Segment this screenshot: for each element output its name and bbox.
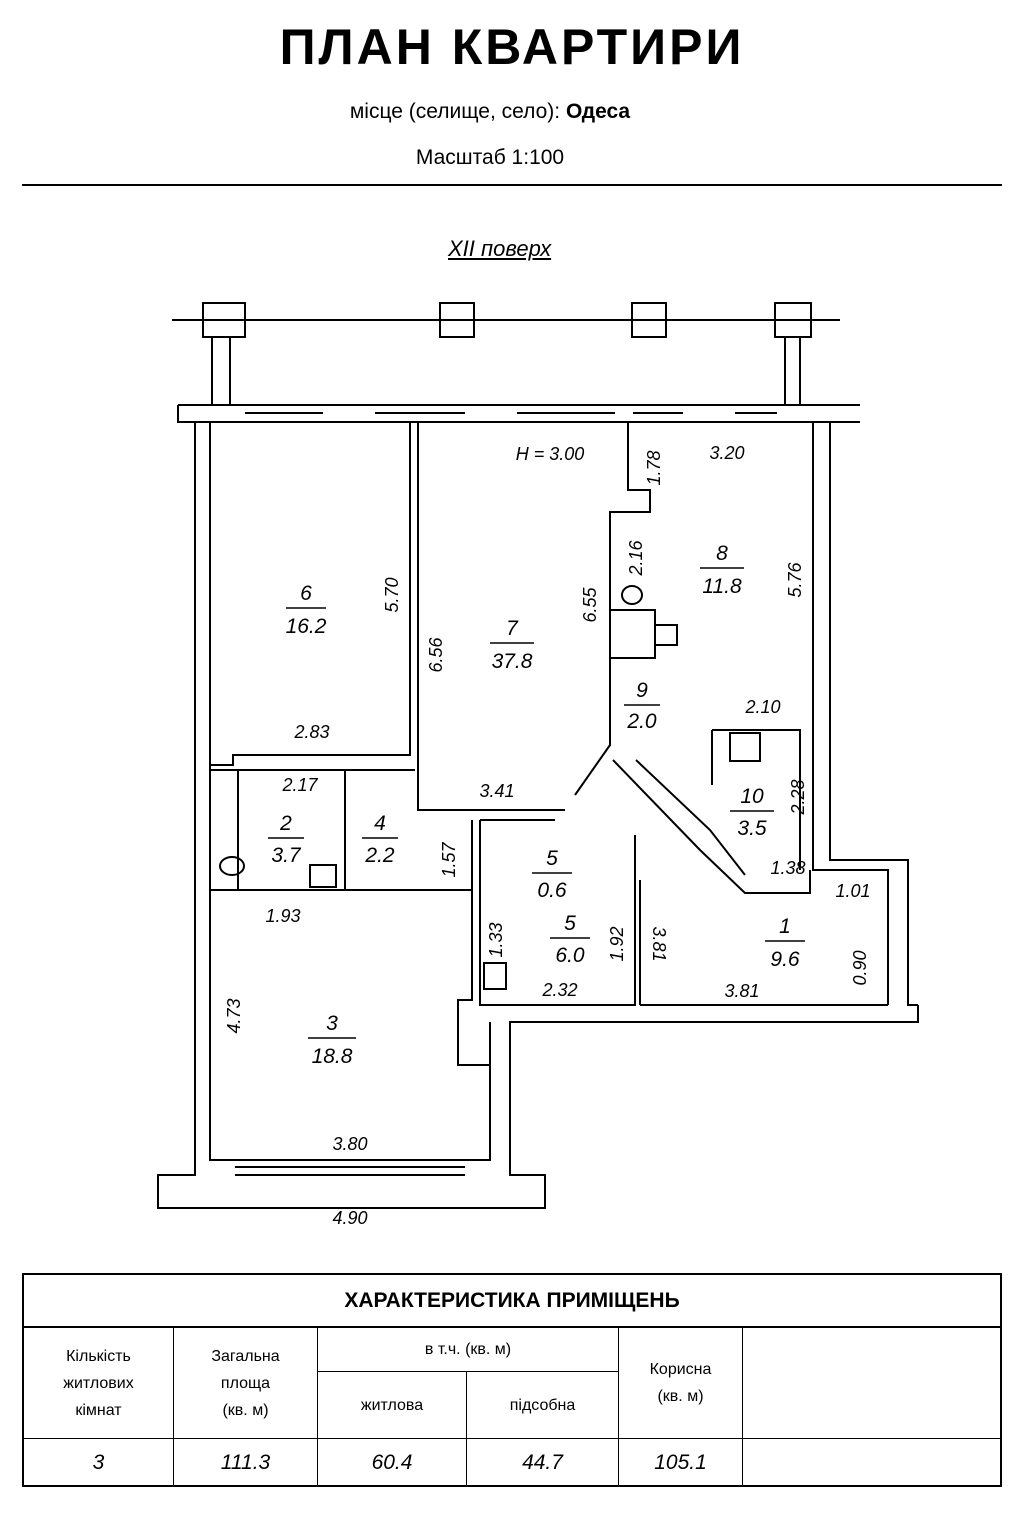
dim-1-38: 1.38 xyxy=(770,858,805,878)
floor-label: XII поверх xyxy=(448,236,552,261)
header-living-rooms-count: Кількість житлових кімнат xyxy=(24,1328,173,1438)
room-10-area: 3.5 xyxy=(737,817,767,840)
scale-label: Масштаб 1:100 xyxy=(415,146,565,169)
location-line: місце (селище, село): Одеса xyxy=(0,100,980,124)
header-total-area-line1: Загальна xyxy=(211,1347,280,1365)
value-auxiliary-area: 44.7 xyxy=(522,1450,563,1474)
header-divider xyxy=(22,184,1002,186)
room-2-area: 3.7 xyxy=(271,844,302,867)
dim-2-28: 2.28 xyxy=(788,779,808,815)
dim-2-10: 2.10 xyxy=(744,697,780,717)
dim-3-20: 3.20 xyxy=(709,443,744,463)
room-5a-number: 5 xyxy=(546,847,558,870)
header-useful-area: Корисна (кв. м) xyxy=(619,1328,742,1438)
dim-1-93: 1.93 xyxy=(265,906,300,926)
table-title: ХАРАКТЕРИСТИКА ПРИМІЩЕНЬ xyxy=(24,1275,1000,1328)
header-auxiliary-area: підсобна xyxy=(509,1396,576,1414)
value-living-rooms-count: 3 xyxy=(92,1450,105,1474)
value-total-area: 111.3 xyxy=(220,1450,271,1474)
dim-3-41: 3.41 xyxy=(479,781,514,801)
header-useful-area-line1: Корисна xyxy=(649,1361,712,1378)
dim-1-33: 1.33 xyxy=(486,922,506,957)
room-9-number: 9 xyxy=(636,679,648,702)
room-4-area: 2.2 xyxy=(364,844,395,867)
room-labels: 6 16.2 7 37.8 8 11.8 9 2.0 10 3.5 2 3.7 … xyxy=(268,542,805,1068)
room-8-number: 8 xyxy=(716,542,728,565)
dim-4-73: 4.73 xyxy=(224,998,244,1033)
dim-3-81-vertical: 3.81 xyxy=(649,926,669,961)
room-7-number: 7 xyxy=(506,617,519,640)
value-living-area: 60.4 xyxy=(371,1450,413,1474)
dim-6-55: 6.55 xyxy=(580,587,600,623)
dim-5-76: 5.76 xyxy=(785,562,805,598)
walls xyxy=(157,302,919,1209)
dim-1-57: 1.57 xyxy=(439,842,459,878)
dim-0-90: 0.90 xyxy=(850,950,870,985)
header-living-rooms-line2: житлових xyxy=(63,1374,134,1392)
header-total-area: Загальна площа (кв. м) xyxy=(174,1328,317,1438)
dim-4-90: 4.90 xyxy=(332,1208,367,1228)
room-5b-area: 6.0 xyxy=(555,944,585,967)
header-living-rooms-line1: Кількість xyxy=(66,1347,131,1365)
room-8-area: 11.8 xyxy=(702,575,742,598)
dimension-labels: H = 3.00 5.70 2.83 6.56 6.55 3.41 1.78 3… xyxy=(224,443,871,1228)
location-value: Одеса xyxy=(565,100,631,123)
room-6-area: 16.2 xyxy=(286,615,327,638)
room-1-number: 1 xyxy=(779,915,791,938)
header-total-area-line3: (кв. м) xyxy=(222,1401,269,1419)
dim-2-32: 2.32 xyxy=(541,980,577,1000)
header-living-area: житлова xyxy=(360,1396,424,1414)
room-2-number: 2 xyxy=(279,812,292,835)
value-useful-area: 105.1 xyxy=(654,1450,707,1474)
floor-plan: 6 16.2 7 37.8 8 11.8 9 2.0 10 3.5 2 3.7 … xyxy=(157,302,919,1228)
location-label: місце (селище, село): xyxy=(349,100,561,123)
room-4-number: 4 xyxy=(374,812,386,835)
dim-5-70: 5.70 xyxy=(382,577,402,612)
dim-1-78: 1.78 xyxy=(644,450,664,485)
dim-3-80: 3.80 xyxy=(332,1134,367,1154)
header-total-area-line2: площа xyxy=(220,1374,271,1392)
room-3-area: 18.8 xyxy=(312,1045,353,1068)
dim-3-81: 3.81 xyxy=(724,981,759,1001)
dim-6-56: 6.56 xyxy=(426,637,446,673)
room-5b-number: 5 xyxy=(564,912,576,935)
room-7-area: 37.8 xyxy=(492,650,533,673)
ceiling-height-label: H = 3.00 xyxy=(516,444,585,464)
room-3-number: 3 xyxy=(326,1012,338,1035)
dim-1-01: 1.01 xyxy=(835,881,870,901)
room-1-area: 9.6 xyxy=(770,948,800,971)
dim-1-92: 1.92 xyxy=(607,926,627,961)
room-6-number: 6 xyxy=(300,582,312,605)
dim-2-16: 2.16 xyxy=(626,540,646,577)
dim-2-17: 2.17 xyxy=(281,775,318,795)
header-including: в т.ч. (кв. м) xyxy=(424,1341,512,1358)
room-characteristics-table: ХАРАКТЕРИСТИКА ПРИМІЩЕНЬ Кількість житло… xyxy=(22,1273,1002,1487)
dim-2-83: 2.83 xyxy=(293,722,329,742)
room-9-area: 2.0 xyxy=(626,710,657,733)
room-5a-area: 0.6 xyxy=(537,879,567,902)
header-useful-area-line2: (кв. м) xyxy=(657,1388,704,1405)
header-living-rooms-line3: кімнат xyxy=(75,1401,122,1419)
room-10-number: 10 xyxy=(740,785,764,808)
page-title: ПЛАН КВАРТИРИ xyxy=(279,19,745,75)
